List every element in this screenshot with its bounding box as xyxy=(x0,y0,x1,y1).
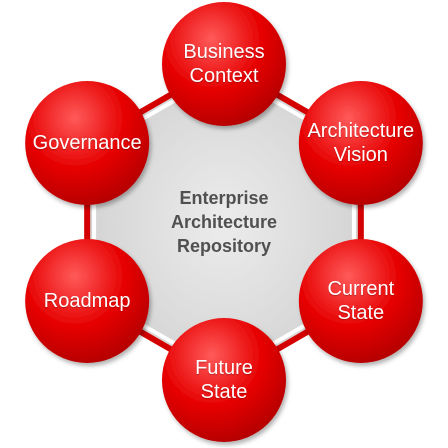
node-circle-business-context xyxy=(162,2,286,126)
node-label-architecture-vision: Architecture Vision xyxy=(307,120,415,166)
node-label-governance: Governance xyxy=(32,132,142,154)
node-circle-governance xyxy=(25,81,150,205)
node-label-future-state: Future State xyxy=(195,357,253,403)
node-circle-roadmap xyxy=(25,239,150,363)
node-circle-current-state xyxy=(298,239,423,363)
node-label-roadmap: Roadmap xyxy=(43,290,131,312)
node-circle-architecture-vision xyxy=(298,81,423,205)
node-label-business-context: Business Context xyxy=(183,41,265,87)
center-label-enterprise-architecture-repository: Enterprise Architecture Repository xyxy=(170,188,278,256)
node-label-current-state: Current State xyxy=(327,278,395,324)
node-circle-future-state xyxy=(162,318,286,442)
